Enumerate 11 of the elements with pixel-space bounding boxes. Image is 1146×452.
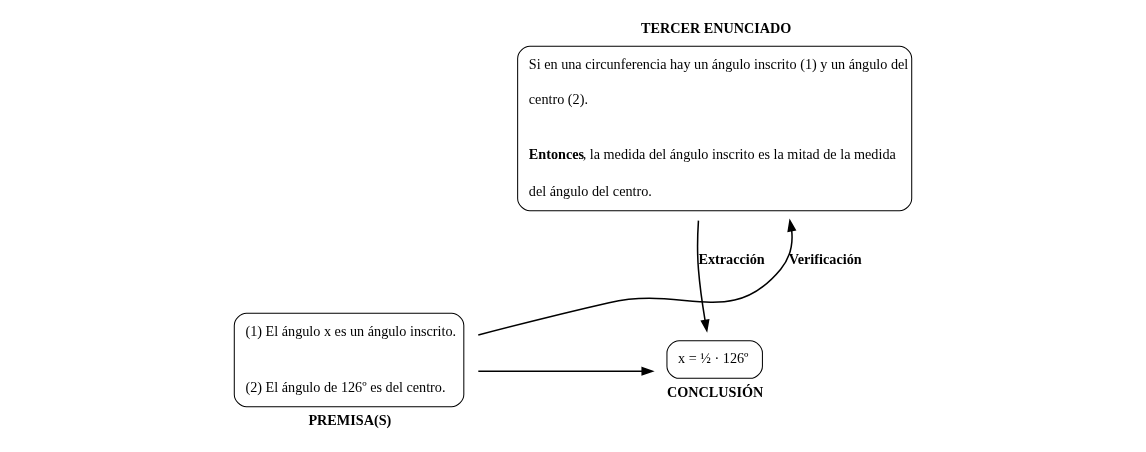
arrow [477, 366, 655, 376]
arrow [477, 218, 797, 336]
node-label: TERCER ENUNCIADO [641, 20, 792, 37]
node-box: x = ½ · 126º [666, 340, 763, 379]
edge-label: Extracción [698, 251, 765, 268]
node-box: (1) El ángulo x es un ángulo inscrito. (2) El ángulo de 126º es del centro. [233, 312, 465, 408]
node-label: PREMISA(S) [308, 412, 392, 429]
node-label: CONCLUSIÓN [666, 383, 764, 400]
node-box: Si en una circunferencia hay un ángulo inscrito (1) y un ángulo del centro (2). Entonces, la medida del ángulo inscrito es la mitad de la medida del ángulo del centro. [517, 45, 913, 212]
arrow [696, 219, 710, 333]
edge-label: Verificación [788, 251, 862, 268]
